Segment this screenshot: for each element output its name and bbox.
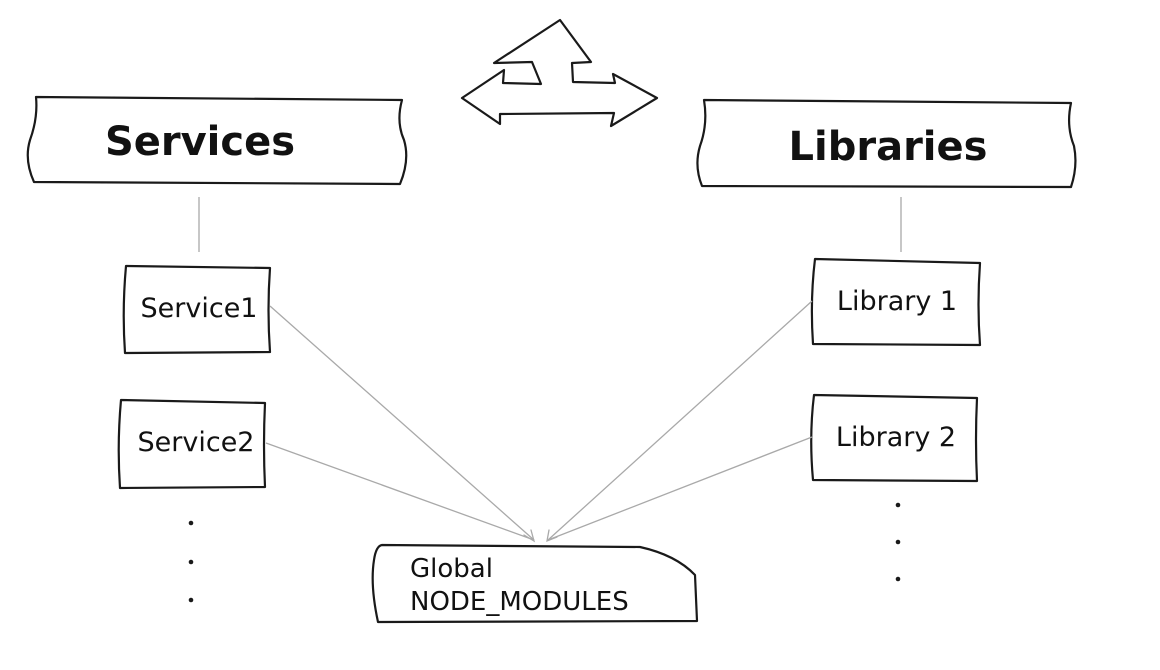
node-modules-label: NODE_MODULES: [410, 587, 629, 617]
libraries-continuation-dots: [895, 502, 901, 582]
service1-box: Service1: [122, 264, 272, 355]
services-header: Services: [26, 95, 408, 186]
services-continuation-dots: [188, 520, 194, 603]
dependency-connectors: [265, 300, 813, 543]
connector-library1: [547, 300, 813, 541]
arrowhead-left: [523, 529, 536, 543]
library2-box: Library 2: [810, 393, 979, 483]
service2-box: Service2: [117, 398, 267, 490]
three-way-arrow-icon: [460, 18, 659, 128]
services-title: Services: [105, 119, 295, 165]
global-node-modules-box: Global NODE_MODULES: [371, 543, 699, 624]
connector-service1: [269, 305, 535, 541]
library1-label: Library 1: [837, 286, 957, 317]
connector-library2: [547, 436, 813, 541]
global-label: Global: [410, 554, 493, 584]
service1-label: Service1: [141, 293, 258, 324]
arrowhead-right: [546, 529, 558, 543]
library2-label: Library 2: [836, 422, 956, 453]
connector-service2: [265, 442, 535, 541]
service2-label: Service2: [138, 427, 255, 458]
libraries-header: Libraries: [696, 98, 1077, 189]
library1-box: Library 1: [810, 257, 982, 347]
libraries-title: Libraries: [789, 124, 988, 170]
